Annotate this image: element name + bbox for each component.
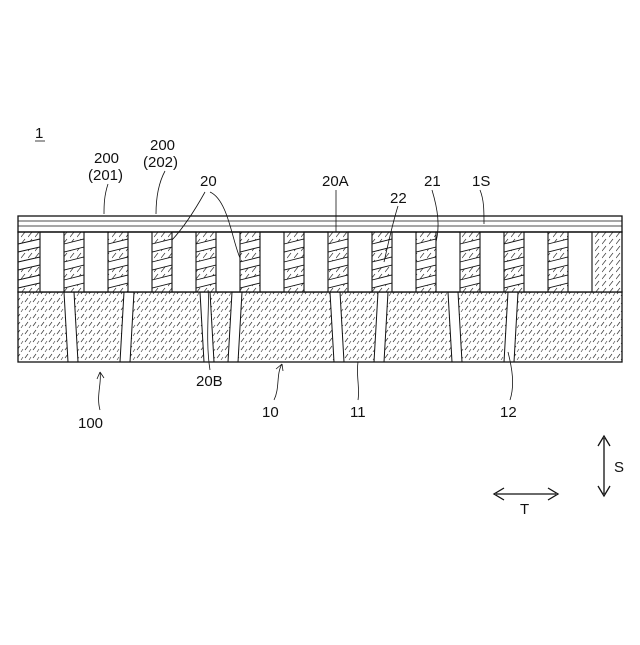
pillar <box>304 232 328 292</box>
label-21: 21 <box>424 173 441 190</box>
label-10: 10 <box>262 404 279 421</box>
leader-10 <box>274 364 282 400</box>
leader-202 <box>156 171 165 214</box>
label-20A: 20A <box>322 173 349 190</box>
pillar <box>216 232 240 292</box>
label-202: (202) <box>143 154 178 171</box>
pillar <box>568 232 592 292</box>
leader-201 <box>104 184 108 214</box>
pillar <box>436 232 460 292</box>
leader-100 <box>99 372 101 410</box>
film-200 <box>18 216 622 232</box>
leader-11 <box>357 362 358 400</box>
label-11: 11 <box>350 404 366 421</box>
figure-ref-label: 1 <box>35 125 43 142</box>
pillar <box>260 232 284 292</box>
label-1S: 1S <box>472 173 490 190</box>
substrate-10 <box>18 292 622 362</box>
pillar <box>392 232 416 292</box>
pillar <box>348 232 372 292</box>
label-100: 100 <box>78 415 103 432</box>
pillar <box>84 232 108 292</box>
label-201: (201) <box>88 167 123 184</box>
label-200-a: 200 <box>94 150 119 167</box>
pillar <box>128 232 152 292</box>
label-20B: 20B <box>196 373 223 390</box>
label-12: 12 <box>500 404 517 421</box>
direction-arrows <box>494 436 610 500</box>
label-20: 20 <box>200 173 217 190</box>
pillar <box>40 232 64 292</box>
pillar <box>524 232 548 292</box>
label-T: T <box>520 501 529 518</box>
pillar <box>480 232 504 292</box>
label-S: S <box>614 459 624 476</box>
label-22: 22 <box>390 190 407 207</box>
pillar <box>172 232 196 292</box>
leader-1S <box>480 190 484 224</box>
label-200-b: 200 <box>150 137 175 154</box>
